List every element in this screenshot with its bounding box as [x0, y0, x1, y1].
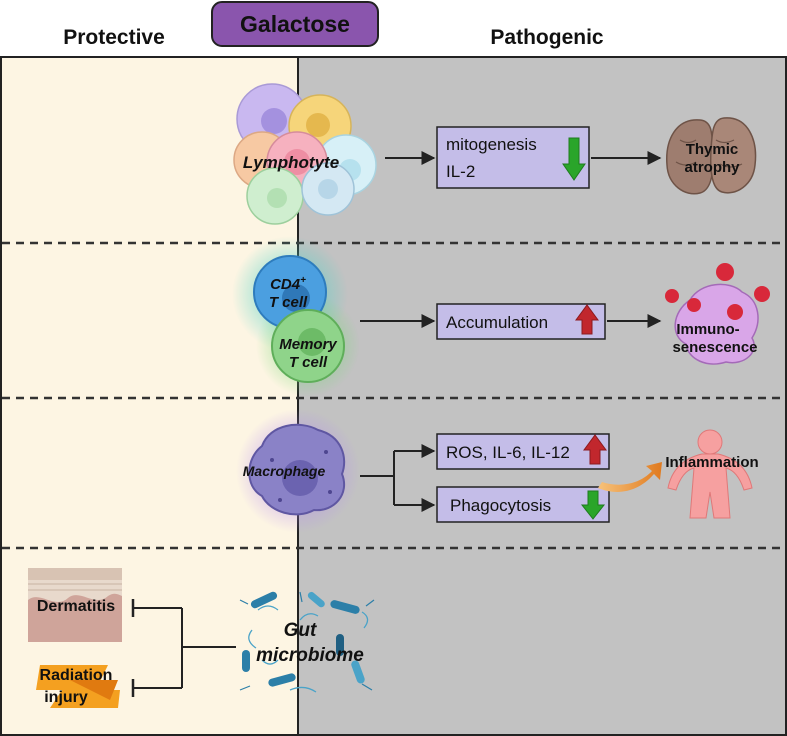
il2-label: IL-2: [446, 162, 475, 181]
radiation-label: Radiation: [40, 667, 113, 684]
bacteria-icon: [239, 591, 375, 693]
up-arrow-icon: [583, 434, 607, 465]
lymphocyte-label: Lymphotyte: [243, 153, 339, 172]
immuno-label: Immuno-: [676, 321, 739, 338]
cd4-superscript: +: [300, 275, 306, 286]
accumulation-box: [436, 303, 606, 340]
memory-t-cell-icon: [271, 309, 345, 383]
senescent-cell-icon: [665, 263, 770, 365]
header-pathogenic: Pathogenic: [490, 26, 604, 49]
human-body-icon: [667, 429, 753, 519]
cd4-text: CD4: [270, 276, 301, 293]
dermatitis-label: Dermatitis: [37, 598, 115, 615]
phagocytosis-label: Phagocytosis: [450, 496, 551, 515]
lymphocyte-cluster-icon: [233, 83, 377, 225]
ros-box: [436, 433, 610, 470]
mitogenesis-label: mitogenesis: [446, 135, 537, 154]
cd4-label: CD4+: [270, 275, 306, 293]
inflammation-label: Inflammation: [665, 454, 758, 471]
galactose-badge: [211, 1, 379, 47]
memory-t-cell-label: T cell: [289, 354, 328, 371]
gut-label: Gut: [284, 620, 317, 641]
accumulation-label: Accumulation: [446, 313, 548, 332]
t-cell-label: T cell: [269, 294, 308, 311]
up-arrow-icon: [575, 304, 599, 335]
curved-arrow-icon: [598, 462, 662, 492]
thymic-label: Thymic: [686, 141, 739, 158]
atrophy-label: atrophy: [684, 159, 740, 176]
galactose-label: Galactose: [240, 11, 350, 37]
injury-label: injury: [44, 689, 88, 706]
mitogenesis-box: [436, 126, 590, 189]
down-arrow-icon: [580, 490, 606, 520]
header-protective: Protective: [63, 26, 165, 49]
senescence-label: senescence: [672, 339, 757, 356]
microbiome-label: microbiome: [256, 645, 364, 666]
memory-label: Memory: [279, 336, 337, 353]
skin-tissue-icon: [28, 568, 122, 642]
thymus-icon: [666, 117, 757, 195]
phagocytosis-box: [436, 486, 610, 523]
macrophage-icon: [248, 423, 346, 516]
radiation-icon: [36, 665, 120, 708]
ros-label: ROS, IL-6, IL-12: [446, 443, 570, 462]
macrophage-label: Macrophage: [243, 463, 326, 479]
down-arrow-icon: [562, 137, 586, 181]
